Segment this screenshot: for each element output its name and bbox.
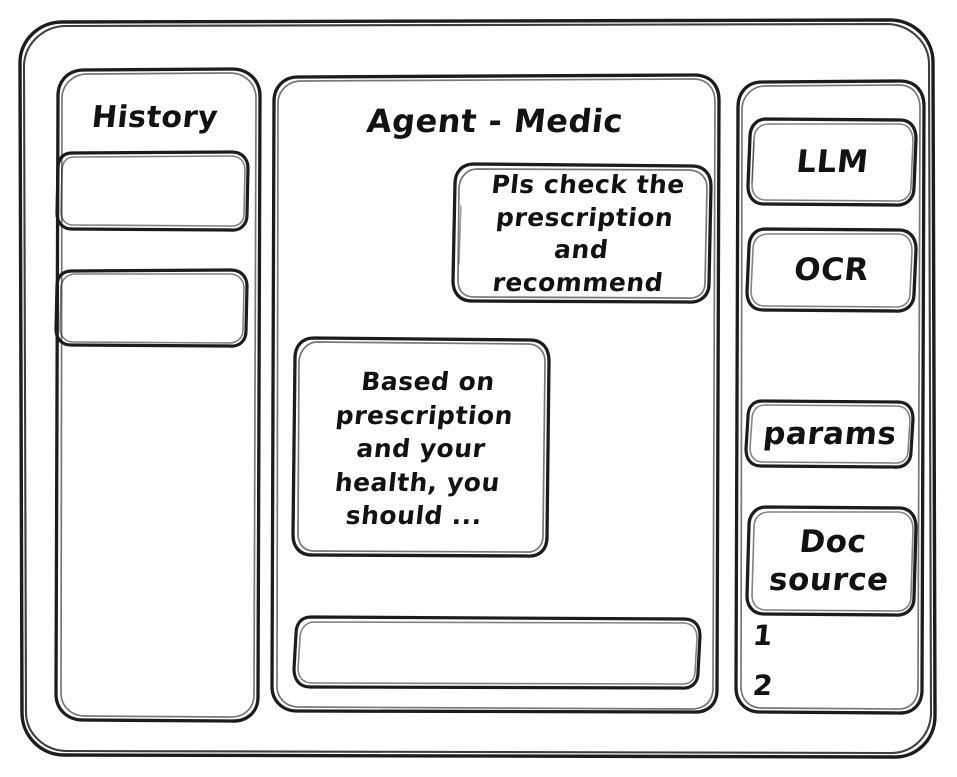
user-message-bubble: Pls check the prescription and recommend (452, 166, 714, 302)
assistant-message-line: and your (355, 434, 487, 464)
doc-source-line: source (767, 562, 891, 598)
history-list-item[interactable] (58, 270, 246, 346)
tool-button-ocr[interactable]: OCR (792, 251, 871, 288)
doc-source-ref[interactable]: 1 (751, 618, 775, 652)
user-message-line: Pls check the (489, 170, 687, 199)
doc-source-ref[interactable]: 2 (751, 668, 775, 702)
assistant-message-line: should ... (344, 501, 484, 531)
assistant-message-bubble: Based on prescription and your health, y… (285, 340, 558, 558)
history-panel-title: History (90, 99, 220, 135)
assistant-message-line: health, you (333, 467, 502, 497)
user-message-line: prescription (494, 202, 675, 232)
assistant-message-line: prescription (334, 400, 515, 430)
tool-button-doc-source[interactable]: Doc source (742, 506, 920, 616)
user-message-line: and recommend (491, 235, 665, 297)
tool-button-params[interactable]: params (761, 416, 899, 452)
history-list-item[interactable] (58, 152, 246, 230)
doc-source-line: Doc (797, 523, 869, 560)
agent-panel-title: Agent - Medic (365, 102, 625, 140)
assistant-message-line: Based on (359, 367, 497, 397)
tool-button-llm[interactable]: LLM (794, 144, 871, 180)
message-input[interactable] (296, 618, 700, 688)
